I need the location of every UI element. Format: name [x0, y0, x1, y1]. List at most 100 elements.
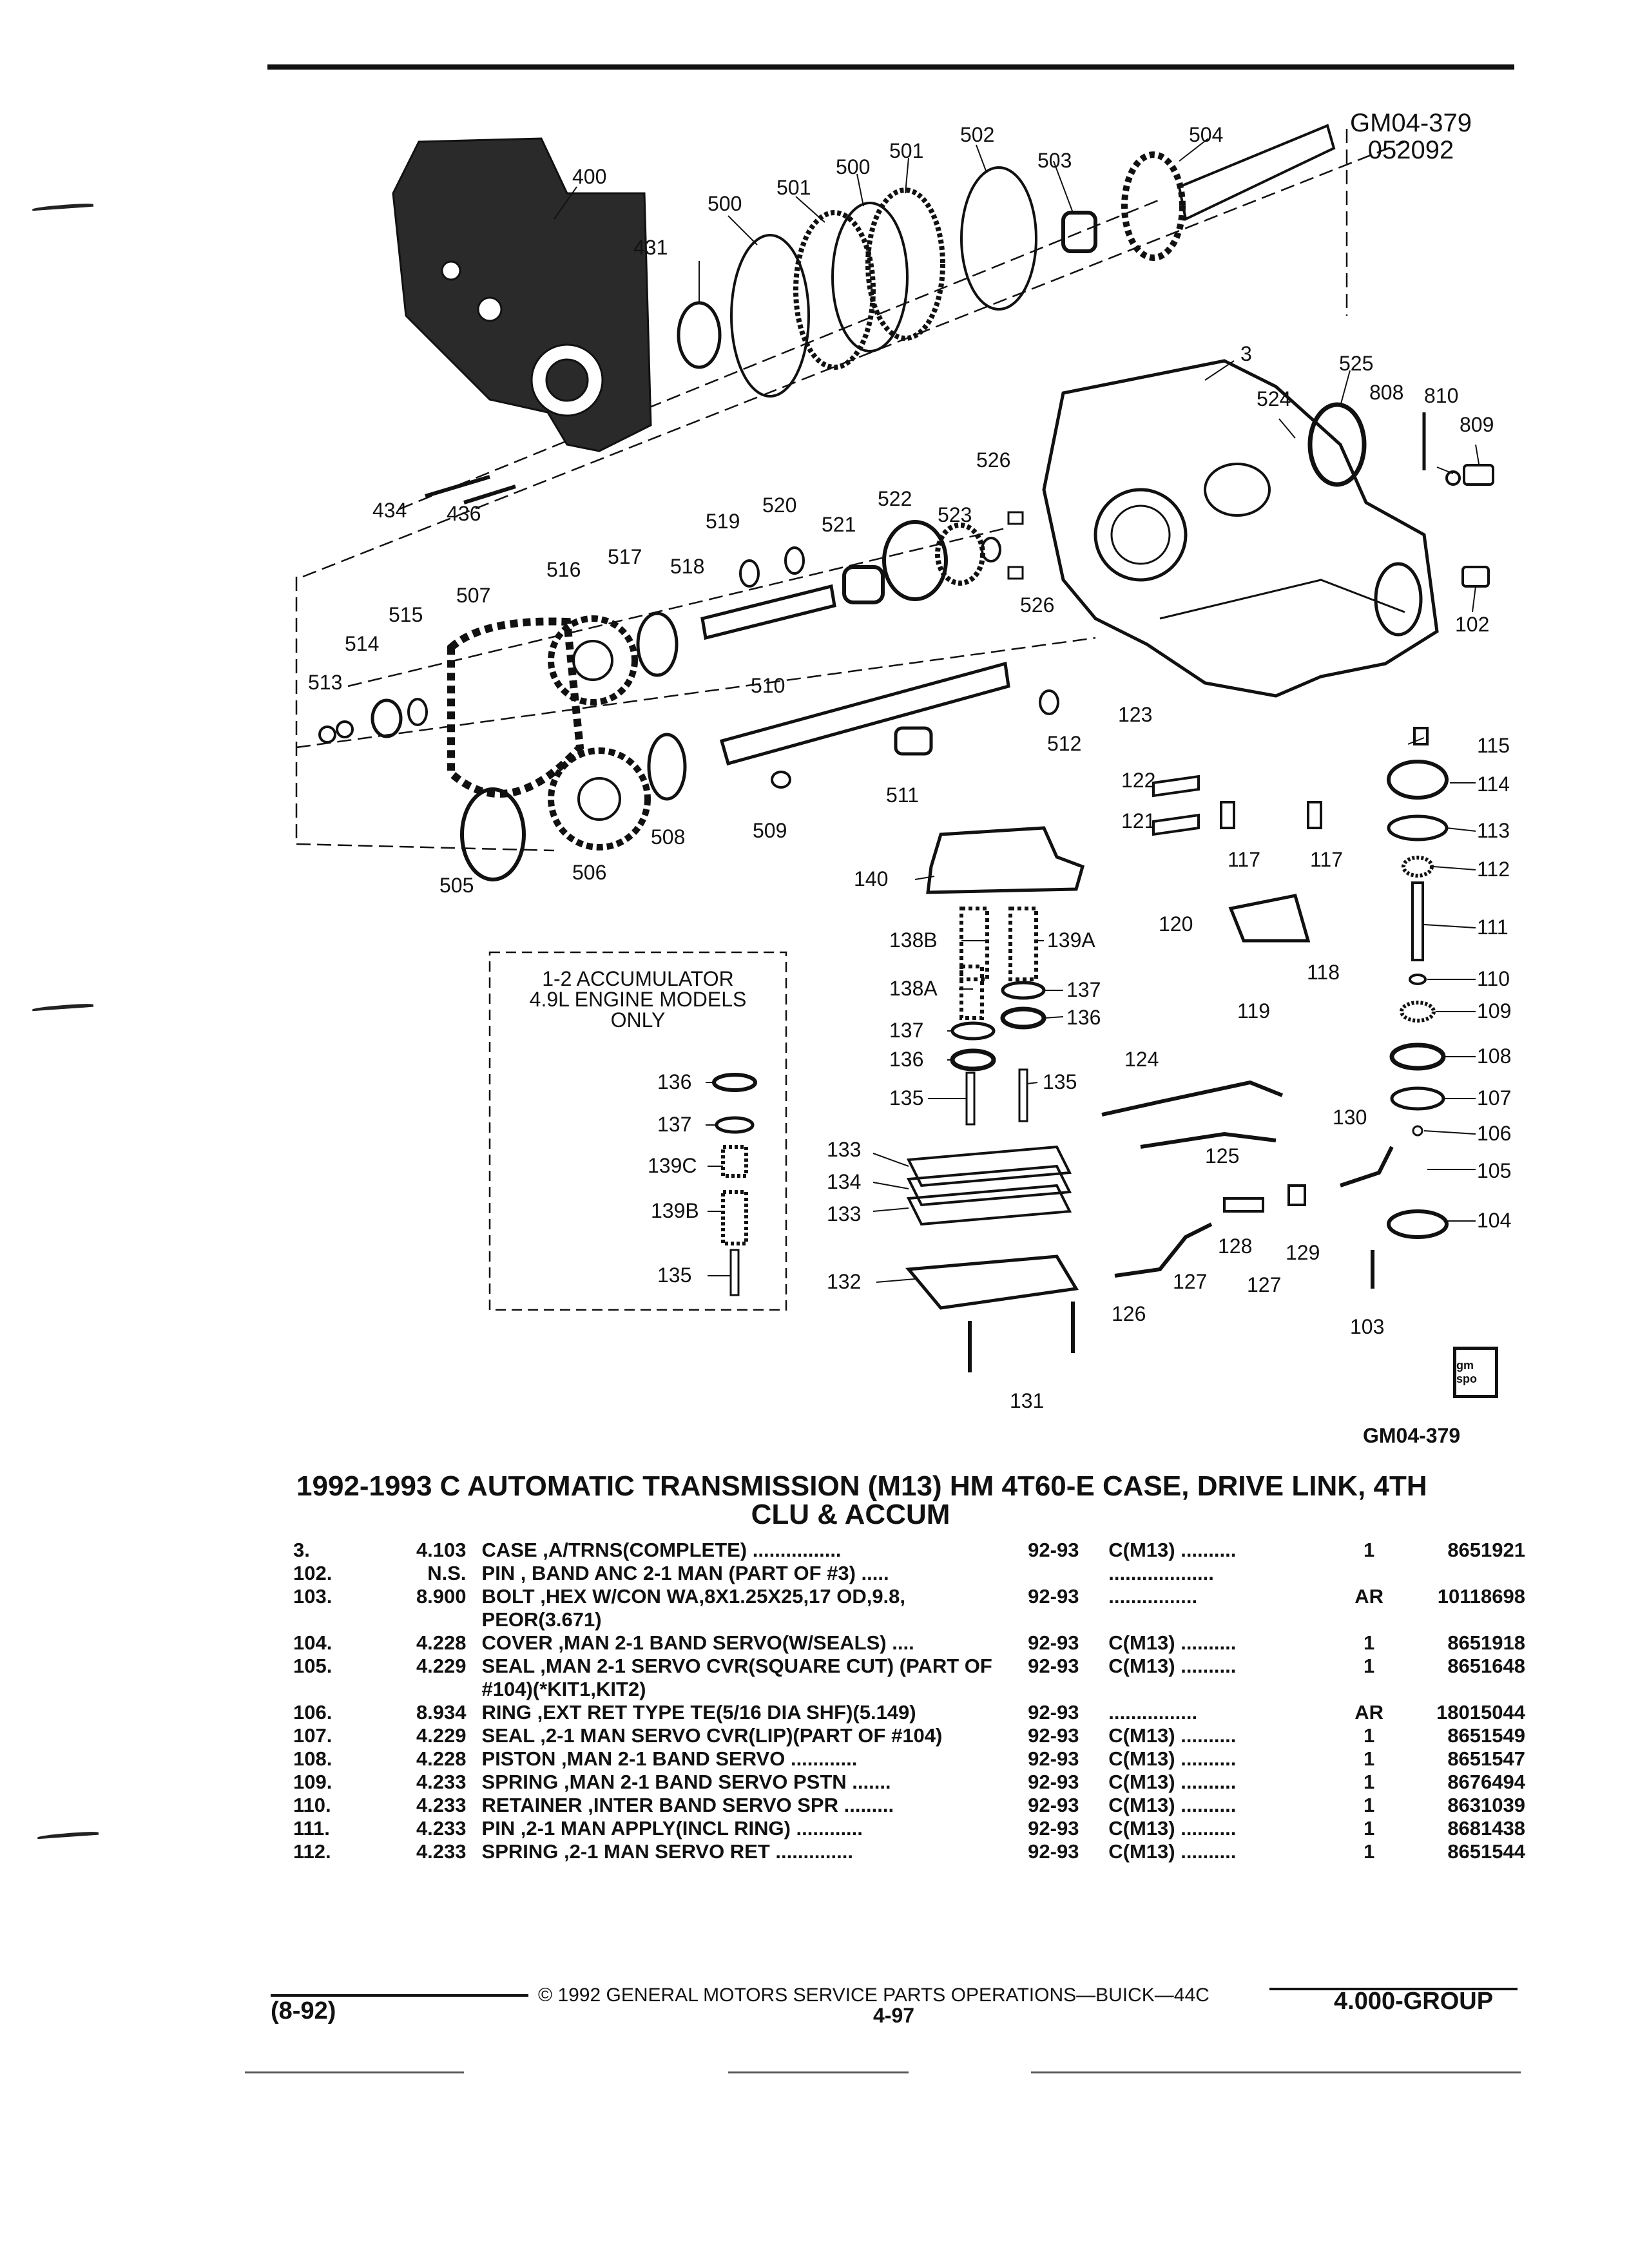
- callout: 120: [1159, 912, 1193, 936]
- parts-year-cell: 92-93: [1028, 1724, 1079, 1747]
- callout: 514: [345, 632, 379, 655]
- parts-model-cell: C(M13) ..........: [1108, 1840, 1237, 1863]
- parts-year-cell: 92-93: [1028, 1585, 1079, 1608]
- parts-year-cell: [1028, 1562, 1108, 1585]
- part-522: [882, 520, 948, 601]
- group-label: 4.000-GROUP: [1334, 1988, 1494, 2015]
- callout: 129: [1286, 1241, 1320, 1264]
- callout: 140: [854, 867, 888, 890]
- spring-138b: [959, 907, 989, 981]
- parts-desc-cell: SEAL ,2-1 MAN SERVO CVR(LIP)(PART OF #10…: [481, 1724, 943, 1747]
- callout: 123: [1118, 703, 1152, 726]
- callout: 523: [938, 503, 972, 526]
- parts-item-cell: 110.: [293, 1794, 331, 1816]
- callout: 130: [1333, 1106, 1367, 1129]
- callout: 125: [1205, 1144, 1239, 1168]
- callout: 137: [889, 1019, 923, 1042]
- title-line-1: 1992-1993 C AUTOMATIC TRANSMISSION (M13)…: [296, 1470, 1427, 1502]
- table-row: 102.N.S.PIN , BAND ANC 2-1 MAN (PART OF …: [293, 1562, 1530, 1585]
- drive-chain-507: [447, 617, 584, 798]
- copyright-text: © 1992 GENERAL MOTORS SERVICE PARTS OPER…: [538, 1984, 1210, 2006]
- parts-item-cell: 105.: [293, 1655, 333, 1677]
- callout: 122: [1121, 769, 1155, 792]
- parts-part-cell: 18015044: [1436, 1701, 1525, 1724]
- callout: 107: [1477, 1086, 1511, 1110]
- callout: 136: [889, 1048, 923, 1071]
- parts-desc-cell: PIN , BAND ANC 2-1 MAN (PART OF #3) ....…: [481, 1562, 889, 1584]
- callout: 521: [822, 513, 856, 536]
- callout: 137: [1066, 978, 1101, 1001]
- callout: 525: [1339, 352, 1373, 375]
- binder-mark: [37, 1831, 99, 1840]
- callout: 508: [651, 825, 685, 849]
- callout: 511: [886, 783, 919, 807]
- parts-model-cell: C(M13) ..........: [1108, 1817, 1237, 1840]
- accumulator-housing-140: [926, 826, 1085, 894]
- parts-model-cell: ................: [1108, 1585, 1198, 1608]
- callout: 515: [389, 603, 423, 626]
- callout: 518: [670, 555, 704, 578]
- callout: 517: [608, 545, 642, 568]
- callout: 119: [1237, 999, 1270, 1023]
- callout: 509: [753, 819, 787, 842]
- parts-group-cell: 4.228: [416, 1631, 467, 1654]
- callout: 513: [308, 671, 342, 694]
- callout: 808: [1369, 381, 1403, 404]
- callout: 115: [1477, 734, 1510, 757]
- callout: 519: [706, 510, 740, 533]
- callout: 118: [1307, 961, 1340, 984]
- parts-desc-cell: RING ,EXT RET TYPE TE(5/16 DIA SHF)(5.14…: [481, 1701, 916, 1724]
- parts-desc-cell: RETAINER ,INTER BAND SERVO SPR .........: [481, 1794, 894, 1816]
- parts-model-cell: ................: [1108, 1701, 1198, 1724]
- parts-desc-cell: COVER ,MAN 2-1 BAND SERVO(W/SEALS) ....: [481, 1631, 914, 1654]
- callout: 526: [976, 448, 1010, 472]
- plate-500: [730, 234, 810, 398]
- figure-id-top: GM04-379 052092: [1350, 110, 1472, 164]
- callout: 112: [1477, 858, 1510, 881]
- callout: 133: [827, 1138, 861, 1161]
- shaft-518: [700, 584, 836, 640]
- seal-525: [1307, 402, 1367, 487]
- bolt-436: [463, 485, 516, 505]
- shaft-504: [1121, 124, 1336, 261]
- callout: 516: [546, 558, 581, 581]
- page-number: 4-97: [873, 2004, 915, 2027]
- title-line-2: CLU & ACCUM: [751, 1499, 950, 1530]
- parts-group-cell: 4.233: [416, 1817, 467, 1840]
- exploded-parts-diagram: 400 431 434 436 500 501 500 501 502 503 …: [295, 123, 1511, 1412]
- parts-item-cell: 106.: [293, 1701, 333, 1724]
- parts-group-cell: 4.103: [416, 1539, 467, 1561]
- transmission-case-3: [1042, 359, 1439, 698]
- footer-rule: [1269, 1988, 1518, 1990]
- parts-model-cell: ...................: [1108, 1562, 1214, 1584]
- callout: 113: [1477, 819, 1510, 842]
- footer-rule: [271, 1994, 528, 1997]
- callout: 105: [1477, 1159, 1511, 1182]
- inset-title-line: ONLY: [611, 1008, 666, 1032]
- parts-qty-cell: 1: [1364, 1840, 1375, 1863]
- parts-part-cell: 8651549: [1447, 1724, 1525, 1747]
- parts-group-cell: 8.934: [416, 1701, 467, 1724]
- catalog-title: 1992-1993 C AUTOMATIC TRANSMISSION (M13)…: [296, 1472, 1521, 1529]
- parts-part-cell: [1399, 1562, 1530, 1585]
- inset-title-line: 1-2 ACCUMULATOR: [542, 967, 734, 990]
- callout: 500: [708, 192, 742, 215]
- callout: 111: [1477, 916, 1509, 939]
- parts-desc-cell: SEAL ,MAN 2-1 SERVO CVR(SQUARE CUT) (PAR…: [481, 1655, 992, 1700]
- callout: 103: [1350, 1315, 1384, 1338]
- parts-group-cell: 4.228: [416, 1747, 467, 1770]
- bolt-434: [425, 475, 490, 498]
- parts-part-cell: 8676494: [1447, 1771, 1525, 1793]
- callout: 133: [827, 1202, 861, 1225]
- callout: 124: [1124, 1048, 1159, 1071]
- parts-item-cell: 104.: [293, 1631, 333, 1654]
- figure-id-bottom: GM04-379: [1363, 1424, 1461, 1447]
- plate-502: [960, 166, 1037, 311]
- callout: 500: [836, 155, 870, 178]
- parts-group-cell: 4.229: [416, 1724, 467, 1747]
